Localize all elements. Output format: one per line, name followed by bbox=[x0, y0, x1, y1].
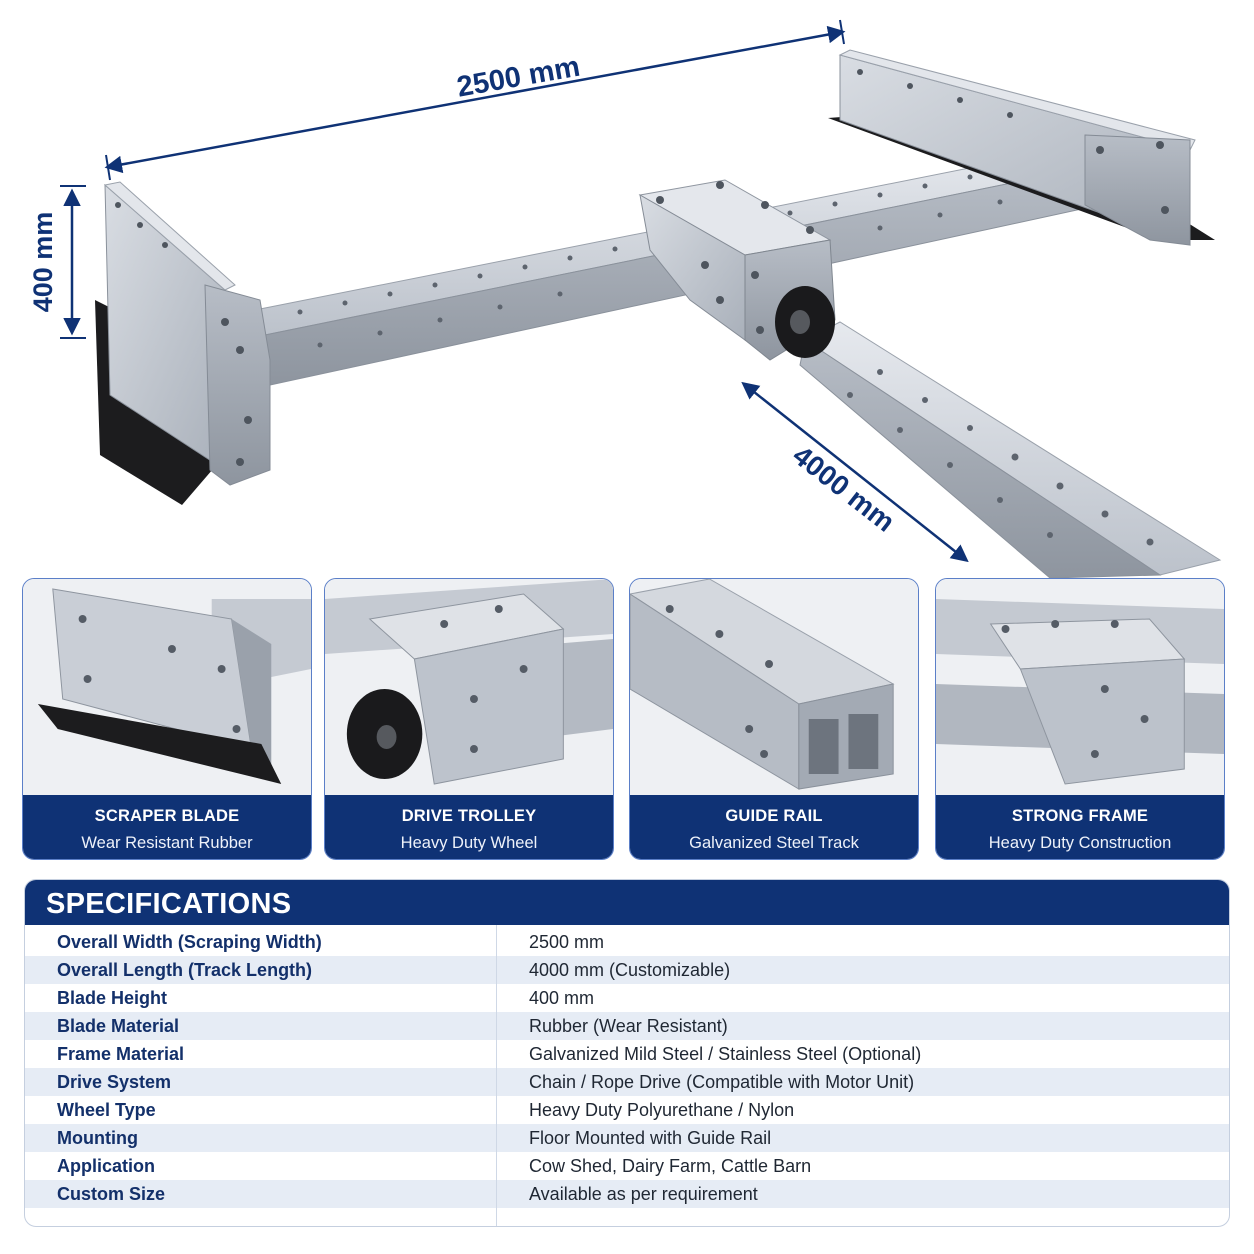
specifications-title: SPECIFICATIONS bbox=[46, 888, 292, 920]
feature-subtitle: Galvanized Steel Track bbox=[689, 834, 859, 852]
spec-row: Blade Material Rubber (Wear Resistant) bbox=[25, 1012, 1229, 1040]
specifications-header: SPECIFICATIONS bbox=[25, 880, 1229, 925]
spec-row: Wheel Type Heavy Duty Polyurethane / Nyl… bbox=[25, 1096, 1229, 1124]
feature-title: SCRAPER BLADE bbox=[94, 807, 240, 825]
spec-value: Rubber (Wear Resistant) bbox=[529, 1016, 728, 1036]
feature-title: DRIVE TROLLEY bbox=[401, 807, 537, 825]
spec-value: Heavy Duty Polyurethane / Nylon bbox=[529, 1100, 795, 1120]
feature-subtitle: Wear Resistant Rubber bbox=[81, 834, 253, 852]
spec-value: Cow Shed, Dairy Farm, Cattle Barn bbox=[529, 1156, 812, 1176]
spec-value: 4000 mm (Customizable) bbox=[529, 960, 731, 980]
spec-key: Overall Width (Scraping Width) bbox=[57, 932, 322, 952]
spec-value: Floor Mounted with Guide Rail bbox=[529, 1128, 772, 1148]
feature-caption: STRONG FRAME Heavy Duty Construction bbox=[936, 795, 1224, 859]
feature-caption: DRIVE TROLLEY Heavy Duty Wheel bbox=[325, 795, 613, 859]
guide-rail-photo bbox=[630, 579, 918, 797]
scraper-frame-drawing: 2500 mm 400 mm 4000 mm bbox=[28, 19, 1222, 579]
specifications-table: SPECIFICATIONS Overall Width (Scraping W… bbox=[24, 879, 1230, 1227]
scraper-blade-photo bbox=[23, 579, 311, 797]
spec-value: 400 mm bbox=[529, 988, 595, 1008]
spec-key: Custom Size bbox=[57, 1184, 166, 1204]
spec-row: Overall Width (Scraping Width) 2500 mm bbox=[25, 928, 1229, 956]
spec-key: Blade Material bbox=[57, 1016, 180, 1036]
left-blade-shape bbox=[95, 181, 271, 505]
spec-key: Drive System bbox=[57, 1072, 172, 1092]
spec-key: Mounting bbox=[57, 1128, 138, 1148]
height-dimension-label: 400 mm bbox=[28, 212, 58, 313]
spec-value: Available as per requirement bbox=[529, 1184, 758, 1204]
feature-card-drive-trolley: DRIVE TROLLEY Heavy Duty Wheel bbox=[324, 578, 614, 860]
feature-title: GUIDE RAIL bbox=[725, 807, 823, 825]
spec-value: Chain / Rope Drive (Compatible with Moto… bbox=[529, 1072, 915, 1092]
feature-caption: SCRAPER BLADE Wear Resistant Rubber bbox=[23, 795, 311, 859]
spec-row: Frame Material Galvanized Mild Steel / S… bbox=[25, 1040, 1229, 1068]
feature-card-scraper-blade: SCRAPER BLADE Wear Resistant Rubber bbox=[22, 578, 312, 860]
feature-title: STRONG FRAME bbox=[1011, 807, 1149, 825]
column-divider bbox=[496, 925, 497, 1226]
spec-key: Application bbox=[57, 1156, 155, 1176]
product-illustration: 2500 mm 400 mm 4000 mm bbox=[0, 0, 1254, 580]
spec-key: Wheel Type bbox=[57, 1100, 156, 1120]
spec-key: Overall Length (Track Length) bbox=[57, 960, 313, 980]
spec-value: 2500 mm bbox=[529, 932, 605, 952]
width-dimension-label: 2500 mm bbox=[455, 51, 583, 104]
feature-card-guide-rail: GUIDE RAIL Galvanized Steel Track bbox=[629, 578, 919, 860]
feature-cards: SCRAPER BLADE Wear Resistant Rubber DRIV… bbox=[22, 578, 1232, 860]
spec-row: Mounting Floor Mounted with Guide Rail bbox=[25, 1124, 1229, 1152]
trolley-shape bbox=[638, 179, 836, 361]
feature-caption: GUIDE RAIL Galvanized Steel Track bbox=[630, 795, 918, 859]
spec-row: Custom Size Available as per requirement bbox=[25, 1180, 1229, 1208]
spec-key: Blade Height bbox=[57, 988, 168, 1008]
drive-trolley-photo bbox=[325, 579, 613, 797]
spec-value: Galvanized Mild Steel / Stainless Steel … bbox=[529, 1044, 922, 1064]
right-blade-shape bbox=[828, 49, 1215, 246]
feature-card-strong-frame: STRONG FRAME Heavy Duty Construction bbox=[935, 578, 1225, 860]
spec-row: Overall Length (Track Length) 4000 mm (C… bbox=[25, 956, 1229, 984]
spec-key: Frame Material bbox=[57, 1044, 185, 1064]
spec-row: Application Cow Shed, Dairy Farm, Cattle… bbox=[25, 1152, 1229, 1180]
feature-subtitle: Heavy Duty Wheel bbox=[400, 834, 538, 852]
guide-rail-shape bbox=[799, 321, 1222, 579]
spec-row: Drive System Chain / Rope Drive (Compati… bbox=[25, 1068, 1229, 1096]
spec-row: Blade Height 400 mm bbox=[25, 984, 1229, 1012]
feature-subtitle: Heavy Duty Construction bbox=[988, 834, 1172, 852]
length-dimension-label: 4000 mm bbox=[787, 439, 901, 537]
strong-frame-photo bbox=[936, 579, 1224, 797]
